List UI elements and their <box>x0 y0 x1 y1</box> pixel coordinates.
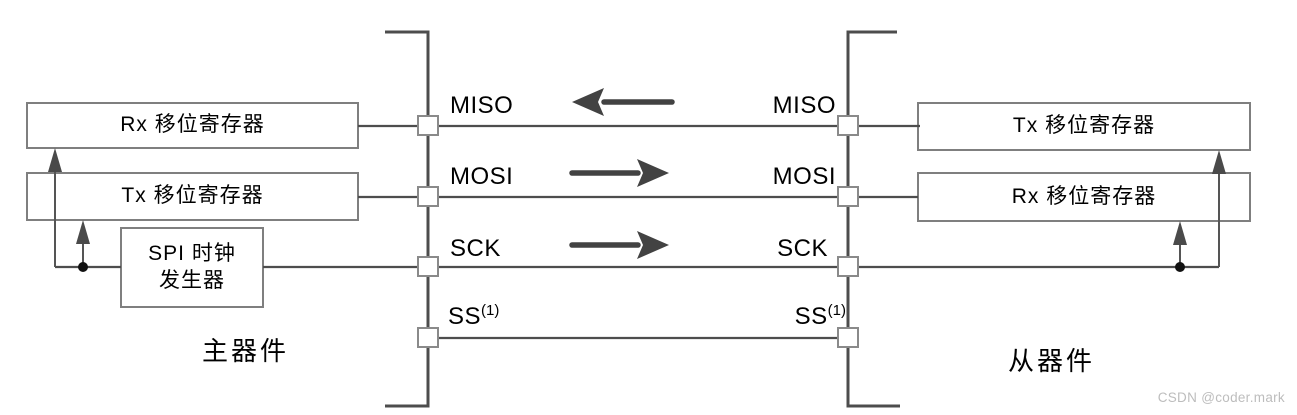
mosi-label-master: MOSI <box>450 163 514 190</box>
mosi-label-slave: MOSI <box>772 163 836 190</box>
ss-footnote-slave: (1) <box>827 302 846 319</box>
master-clock-generator-line1: SPI 时钟 <box>148 242 236 266</box>
ic-brackets <box>385 30 900 408</box>
ss-footnote-master: (1) <box>481 302 500 319</box>
slave-mosi-pin <box>837 186 859 207</box>
master-tx-register-box <box>26 172 359 221</box>
slave-ss-pin <box>837 327 859 348</box>
ss-label-slave: SS(1) <box>795 303 846 331</box>
master-miso-pin <box>417 115 439 136</box>
slave-rx-register-label: Rx 移位寄存器 <box>1011 184 1157 208</box>
ss-label-master-text: SS <box>448 303 482 330</box>
master-ss-pin <box>417 327 439 348</box>
master-clock-junction-dot <box>78 262 88 272</box>
master-clock-generator-box <box>120 227 264 308</box>
slave-miso-pin <box>837 115 859 136</box>
master-mosi-pin <box>417 186 439 207</box>
junction-dots <box>78 262 1185 272</box>
master-clock-generator-line2: 发生器 <box>159 268 225 292</box>
mosi-direction-arrow-icon <box>569 159 669 187</box>
master-rx-register-box <box>26 102 359 149</box>
slave-tx-register-box <box>917 102 1251 151</box>
miso-label-slave: MISO <box>772 92 836 119</box>
ss-label-master: SS(1) <box>448 303 499 331</box>
sck-label-slave: SCK <box>777 235 828 262</box>
master-sck-pin <box>417 256 439 277</box>
master-device-label: 主器件 <box>202 336 290 366</box>
slave-tx-clock-arrow-icon <box>1212 150 1226 174</box>
slave-ic-bracket <box>846 30 900 408</box>
slave-rx-register-box <box>917 172 1251 222</box>
clock-feed-arrowheads <box>48 148 1226 245</box>
ss-label-slave-text: SS <box>794 303 828 330</box>
slave-device-label: 从器件 <box>1008 346 1096 376</box>
sck-label-master: SCK <box>450 235 501 262</box>
direction-arrows <box>569 88 675 259</box>
miso-label-master: MISO <box>450 92 514 119</box>
master-ic-bracket <box>385 30 430 408</box>
block-boxes <box>26 102 1251 308</box>
slave-rx-clock-arrow-icon <box>1173 221 1187 245</box>
slave-tx-register-label: Tx 移位寄存器 <box>1012 114 1156 138</box>
master-tx-clock-arrow-icon <box>76 220 90 244</box>
watermark-text: CSDN @coder.mark <box>1157 390 1285 405</box>
master-clock-generator-label: SPI 时钟 发生器 <box>121 228 263 307</box>
pin-squares <box>417 115 859 348</box>
sck-direction-arrow-icon <box>569 231 669 259</box>
master-rx-clock-arrow-icon <box>48 148 62 172</box>
slave-clock-junction-dot <box>1175 262 1185 272</box>
miso-direction-arrow-icon <box>572 88 675 116</box>
master-rx-register-label: Rx 移位寄存器 <box>120 113 265 137</box>
slave-sck-pin <box>837 256 859 277</box>
master-tx-register-label: Tx 移位寄存器 <box>121 184 264 208</box>
